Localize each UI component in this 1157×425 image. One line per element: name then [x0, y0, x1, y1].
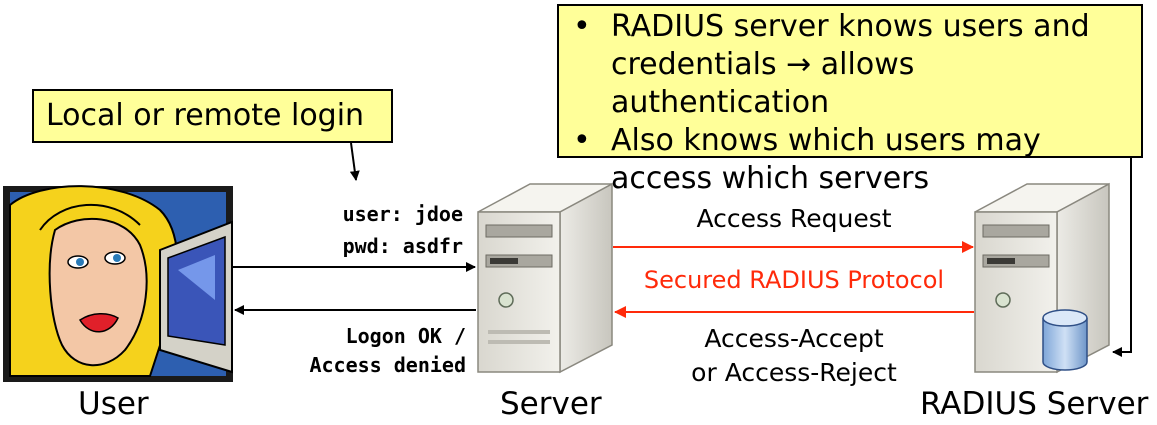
radius-server-icon	[974, 182, 1110, 374]
server-caption: Server	[500, 386, 602, 422]
access-request-label: Access Request	[696, 204, 892, 233]
access-response-label: Access-Accept or Access-Reject	[615, 322, 973, 390]
credentials-text: user: jdoe pwd: asdfr	[248, 198, 463, 262]
protocol-name-label: Secured RADIUS Protocol	[643, 266, 945, 294]
access-denied-line: Access denied	[309, 353, 466, 377]
logon-ok-line: Logon OK /	[345, 324, 466, 348]
radius-server-caption: RADIUS Server	[920, 386, 1149, 422]
logon-response-text: Logon OK / Access denied	[236, 322, 466, 380]
login-pointer-arrow	[349, 142, 360, 181]
user-icon	[3, 185, 233, 382]
access-accept-line: Access-Accept	[704, 324, 884, 353]
radius-info-bullet: RADIUS server knows users and credential…	[559, 8, 1141, 122]
radius-callout-connector	[1112, 158, 1132, 357]
access-reject-line: or Access-Reject	[691, 358, 897, 387]
radius-info-callout: RADIUS server knows users and credential…	[557, 4, 1143, 196]
login-callout: Local or remote login	[32, 89, 393, 143]
server-icon	[477, 182, 613, 374]
radius-info-bullet: Also knows which users may access which …	[559, 122, 1141, 198]
username-line: user: jdoe	[342, 202, 463, 226]
password-line: pwd: asdfr	[342, 234, 463, 258]
login-callout-text: Local or remote login	[46, 98, 365, 133]
user-caption: User	[78, 386, 149, 422]
radius-info-list: RADIUS server knows users and credential…	[559, 8, 1141, 198]
database-icon	[1042, 309, 1088, 371]
